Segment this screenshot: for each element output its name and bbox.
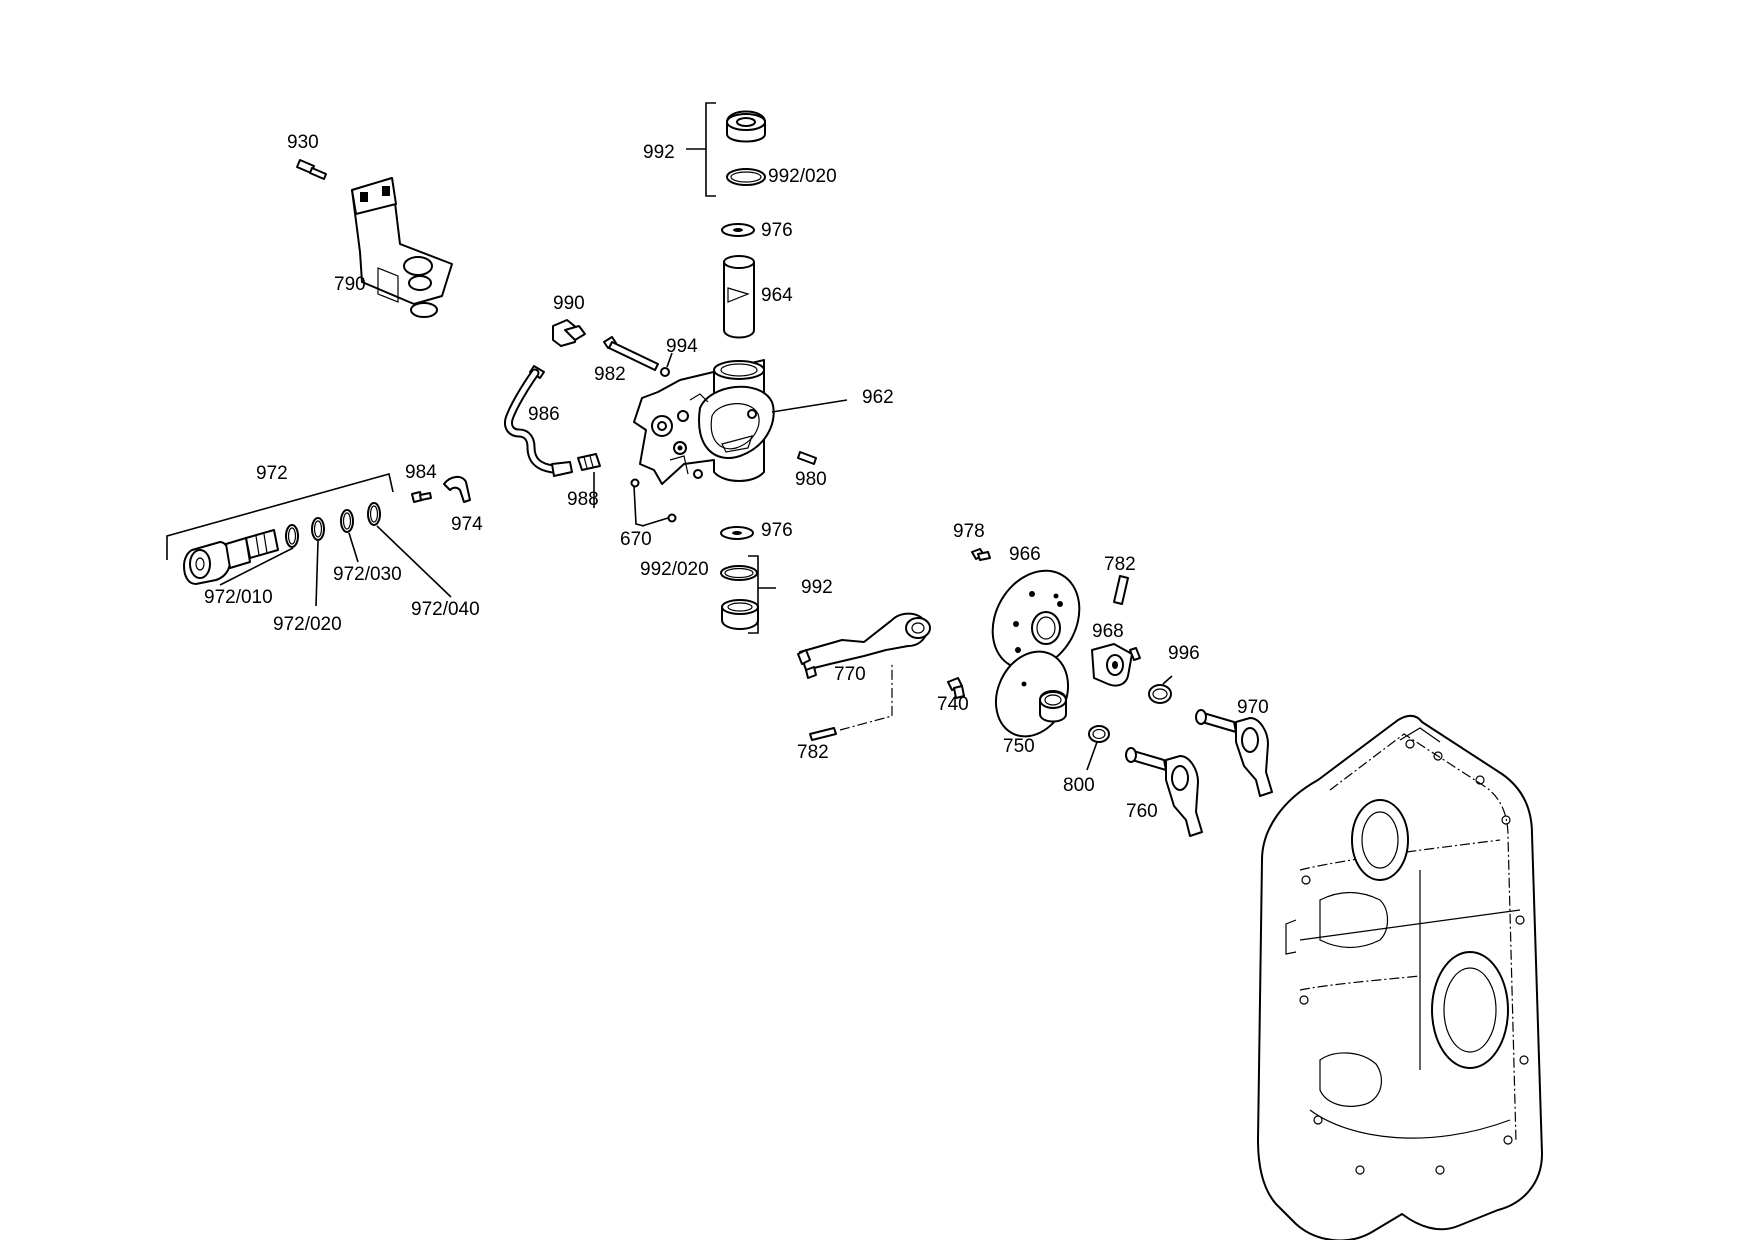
label-800: 800: [1063, 775, 1095, 796]
label-790: 790: [334, 274, 366, 295]
part-976-top-washer: [721, 223, 755, 237]
part-992-bottom-plug: [720, 555, 776, 634]
part-986-pipe: [504, 365, 573, 477]
label-976-bottom: 976: [761, 520, 793, 541]
label-972-010: 972/010: [204, 587, 273, 608]
part-740-screw: [947, 677, 965, 699]
part-760-shift-fork: [1125, 747, 1203, 837]
label-996: 996: [1168, 643, 1200, 664]
label-964: 964: [761, 285, 793, 306]
part-782-upper-pin: [1113, 575, 1129, 605]
part-750-hub-plate: [995, 650, 1069, 738]
label-982: 982: [594, 364, 626, 385]
part-982-bolt: [603, 336, 659, 371]
part-970-shift-fork: [1195, 709, 1273, 797]
label-992-top: 992: [643, 142, 675, 163]
part-782-lower-pin: [809, 662, 893, 741]
part-770-lever: [797, 612, 931, 679]
part-966-plate: [991, 569, 1081, 671]
part-800-ring: [1088, 725, 1110, 743]
part-790-bracket: [351, 177, 453, 318]
part-968-block: [1091, 643, 1141, 687]
label-988: 988: [567, 489, 599, 510]
label-970: 970: [1237, 697, 1269, 718]
label-972-030: 972/030: [333, 564, 402, 585]
label-966: 966: [1009, 544, 1041, 565]
label-782-upper: 782: [1104, 554, 1136, 575]
label-992-020-top: 992/020: [768, 166, 837, 187]
label-968: 968: [1092, 621, 1124, 642]
label-740: 740: [937, 694, 969, 715]
part-labels: 930 790 992 992/020 976 964 990 994 982 …: [204, 132, 1269, 822]
part-962-housing: [633, 359, 775, 485]
label-980: 980: [795, 469, 827, 490]
part-994-ball: [660, 367, 670, 377]
label-994: 994: [666, 336, 698, 357]
label-992-bottom: 992: [801, 577, 833, 598]
part-670-balls: [630, 478, 677, 523]
label-930: 930: [287, 132, 319, 153]
label-972: 972: [256, 463, 288, 484]
label-972-020: 972/020: [273, 614, 342, 635]
part-992-top-plug: [686, 102, 766, 197]
part-980-plug: [797, 451, 817, 465]
label-976-top: 976: [761, 220, 793, 241]
part-978-screw: [971, 548, 991, 561]
label-760: 760: [1126, 801, 1158, 822]
leader-lines: [219, 352, 1173, 771]
label-990: 990: [553, 293, 585, 314]
label-770: 770: [834, 664, 866, 685]
label-984: 984: [405, 462, 437, 483]
part-990-fitting: [552, 319, 586, 347]
part-976-bottom-washer: [720, 526, 754, 540]
label-992-020-bottom: 992/020: [640, 559, 709, 580]
part-988-union: [577, 453, 601, 471]
label-670: 670: [620, 529, 652, 550]
part-984-screw: [411, 491, 432, 503]
label-972-040: 972/040: [411, 599, 480, 620]
label-986: 986: [528, 404, 560, 425]
part-996-ring: [1148, 684, 1172, 704]
part-974-clip: [443, 476, 471, 503]
part-972-valve: [166, 473, 394, 585]
label-750: 750: [1003, 736, 1035, 757]
part-930-screw: [296, 159, 327, 180]
label-974: 974: [451, 514, 483, 535]
part-964-sleeve: [723, 255, 755, 339]
label-782-lower: 782: [797, 742, 829, 763]
transmission-housing: [1257, 714, 1543, 1240]
label-978: 978: [953, 521, 985, 542]
label-962: 962: [862, 387, 894, 408]
